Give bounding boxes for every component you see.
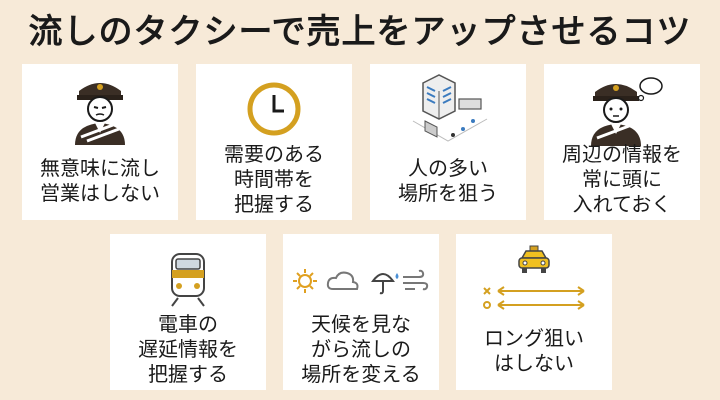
tip-card-keep-local-info: 周辺の情報を常に頭に入れておく bbox=[544, 64, 700, 220]
tip-card-target-crowded-places: 人の多い場所を狙う bbox=[370, 64, 526, 220]
tip-label: 天候を見ながら流しの場所を変える bbox=[301, 312, 421, 386]
sun-icon bbox=[293, 269, 317, 293]
driver-thinking-icon bbox=[544, 70, 700, 148]
distance-arrows-icon bbox=[480, 284, 590, 312]
tip-card-know-demand-times: 需要のある時間帯を把握する bbox=[196, 64, 352, 220]
tip-label: 無意味に流し営業はしない bbox=[40, 156, 160, 205]
wind-icon bbox=[403, 269, 429, 291]
taxi-icon bbox=[456, 240, 612, 280]
tip-card-train-delay-info: 電車の遅延情報を把握する bbox=[110, 234, 266, 390]
tip-card-no-aimless-cruising: 無意味に流し営業はしない bbox=[22, 64, 178, 220]
umbrella-icon bbox=[371, 273, 399, 295]
tip-label: 周辺の情報を常に頭に入れておく bbox=[562, 142, 682, 216]
cloud-icon bbox=[326, 271, 359, 290]
tip-label: 需要のある時間帯を把握する bbox=[224, 142, 324, 216]
tip-label: ロング狙いはしない bbox=[484, 326, 584, 375]
tip-label: 人の多い場所を狙う bbox=[398, 156, 498, 205]
driver-crossed-arms-icon bbox=[22, 70, 178, 148]
page-title: 流しのタクシーで売上をアップさせるコツ bbox=[28, 12, 692, 52]
weather-icons bbox=[283, 240, 439, 318]
tip-card-no-long-distance-targeting: ロング狙いはしない bbox=[456, 234, 612, 390]
tip-card-weather-based-location: 天候を見ながら流しの場所を変える bbox=[283, 234, 439, 390]
city-buildings-icon bbox=[370, 70, 526, 148]
tip-label: 電車の遅延情報を把握する bbox=[138, 312, 238, 386]
clock-icon bbox=[196, 70, 352, 148]
train-icon bbox=[110, 240, 266, 318]
